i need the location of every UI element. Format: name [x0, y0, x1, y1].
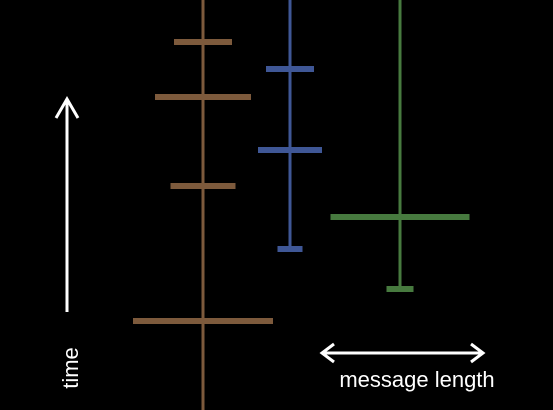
timeline-1-message-1: [174, 39, 232, 45]
time-arrow: [54, 96, 80, 312]
timeline-2-message-2: [258, 147, 322, 153]
timeline-1: [133, 0, 273, 410]
time-arrow-head-icon: [54, 96, 80, 119]
timeline-2-message-1: [266, 66, 314, 72]
message-length-arrow: [319, 342, 486, 364]
timeline-1-message-3: [170, 183, 236, 189]
message-length-label: message length: [339, 367, 494, 392]
right-arrow-head-icon: [470, 342, 486, 364]
timelines: [133, 0, 470, 410]
timeline-1-message-2: [155, 94, 251, 100]
timeline-2: [258, 0, 322, 252]
time-label: time: [58, 347, 83, 389]
timeline-1-message-4: [133, 318, 273, 324]
timeline-2-message-3: [277, 246, 303, 252]
left-arrow-head-icon: [319, 342, 335, 364]
timeline-3-message-1: [330, 214, 470, 220]
timeline-3-message-2: [386, 286, 414, 292]
timeline-3: [330, 0, 470, 292]
